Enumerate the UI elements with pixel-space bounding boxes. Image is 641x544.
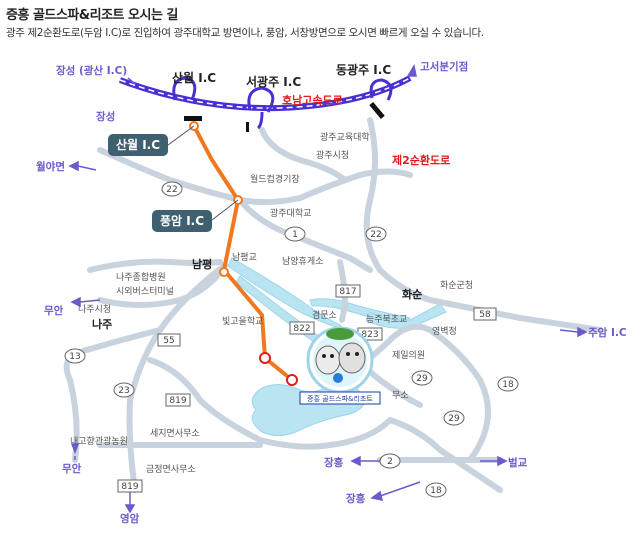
page-title: 증흥 골드스파&리조트 오시는 길 (6, 8, 178, 23)
road-number-markers: 22 1 22 13 23 29 29 18 18 2 (64, 181, 519, 498)
road-29b: 29 (448, 414, 460, 424)
highway-name: 호남고속도로 (282, 93, 343, 107)
road-822: 822 (293, 324, 310, 334)
place-nampyeong: 남평 (192, 257, 212, 271)
road-819a: 819 (169, 396, 186, 406)
dir-jangseong2: 장성 (96, 110, 115, 123)
dir-beolgyo: 벌교 (508, 456, 528, 469)
place-worldcup: 월드컵경기장 (250, 173, 300, 185)
road-13: 13 (69, 352, 80, 362)
place-muso: 무소 (392, 390, 409, 401)
ic-pungam-box (152, 210, 212, 232)
route-points (189, 121, 298, 386)
highway (118, 75, 412, 130)
ic-donggwangju-label: 동광주 I.C (336, 62, 391, 77)
direction-arrows (68, 63, 588, 514)
place-city-bus: 시외버스터미널 (116, 285, 174, 297)
dir-yeongam: 영암 (120, 512, 140, 525)
place-bitgoeul: 빛고을학교 (222, 316, 263, 327)
dir-wolyamyeon: 월야면 (36, 160, 65, 173)
place-hwasun-county: 화순군청 (440, 280, 473, 291)
road-817: 817 (339, 287, 356, 297)
ic-seogwangju-label: 서광주 I.C (246, 74, 301, 89)
road-2: 2 (387, 457, 393, 467)
place-airport: 내고향관광농원 (70, 435, 128, 447)
dir-juam: 주암 I.C (588, 327, 627, 339)
resort-label: 증흥 골드스파&리조트 (307, 394, 373, 403)
road-23: 23 (118, 386, 129, 396)
road-55: 55 (163, 336, 174, 346)
resort-badge: 증흥 골드스파&리조트 (299, 326, 381, 405)
dir-muan2: 무안 (62, 462, 82, 475)
place-hwasun: 화순 (402, 287, 422, 301)
road-819b: 819 (121, 482, 138, 492)
place-naju-cityhall: 나주시청 (78, 304, 111, 315)
toll-gate (184, 116, 202, 121)
road-18a: 18 (502, 380, 514, 390)
dir-muan1: 무안 (44, 304, 64, 317)
place-gj-edu-univ: 광주교육대학 (320, 131, 370, 143)
place-gwonmunso: 겸문소 (312, 309, 337, 321)
ic-sanwol-label: 산월 I.C (172, 70, 216, 85)
road-22b: 22 (370, 230, 381, 240)
road-823: 823 (361, 330, 378, 340)
dir-janghung1: 장흥 (324, 456, 344, 469)
page-subtitle: 광주 제2순환도로(두암 I.C)로 진입하여 광주대학교 방면이나, 풍암, … (6, 27, 484, 39)
ic-sanwol-box-label: 산월 I.C (116, 137, 160, 152)
place-gj-city-hall: 광주시청 (316, 149, 349, 161)
place-geumjeong: 금정면사무소 (146, 464, 196, 475)
ic-sanwol-box (108, 134, 168, 156)
toll-gate (246, 122, 249, 132)
road-18b: 18 (430, 486, 442, 496)
place-naju-hospital: 나주종합병원 (116, 272, 166, 283)
dir-goseo: 고서분기점 (420, 60, 468, 73)
place-nampyeong-bridge: 남평교 (232, 252, 257, 263)
place-jeil-clinic: 제일의원 (392, 350, 425, 361)
place-naju: 나주 (92, 317, 112, 331)
ring-road-name: 제2순환도로 (392, 153, 450, 167)
place-sejimyeon: 세지면사무소 (150, 428, 200, 439)
toll-gate (369, 101, 385, 119)
dir-janghung2: 장흥 (346, 492, 366, 505)
dir-jangseong: 장성 (광산 I.C) (56, 64, 127, 77)
water-bodies (227, 257, 447, 436)
place-yeongbyeok: 영벽정 (432, 326, 457, 337)
place-gj-univ: 광주대학교 (270, 207, 311, 219)
place-neungju: 능주북초교 (366, 314, 407, 325)
place-nampyeong-rest: 남양휴게소 (282, 256, 323, 267)
road-58: 58 (479, 310, 491, 320)
road-22a: 22 (166, 185, 177, 195)
road-29a: 29 (416, 374, 428, 384)
road-1: 1 (292, 230, 298, 240)
ic-pungam-box-label: 풍암 I.C (160, 214, 204, 228)
